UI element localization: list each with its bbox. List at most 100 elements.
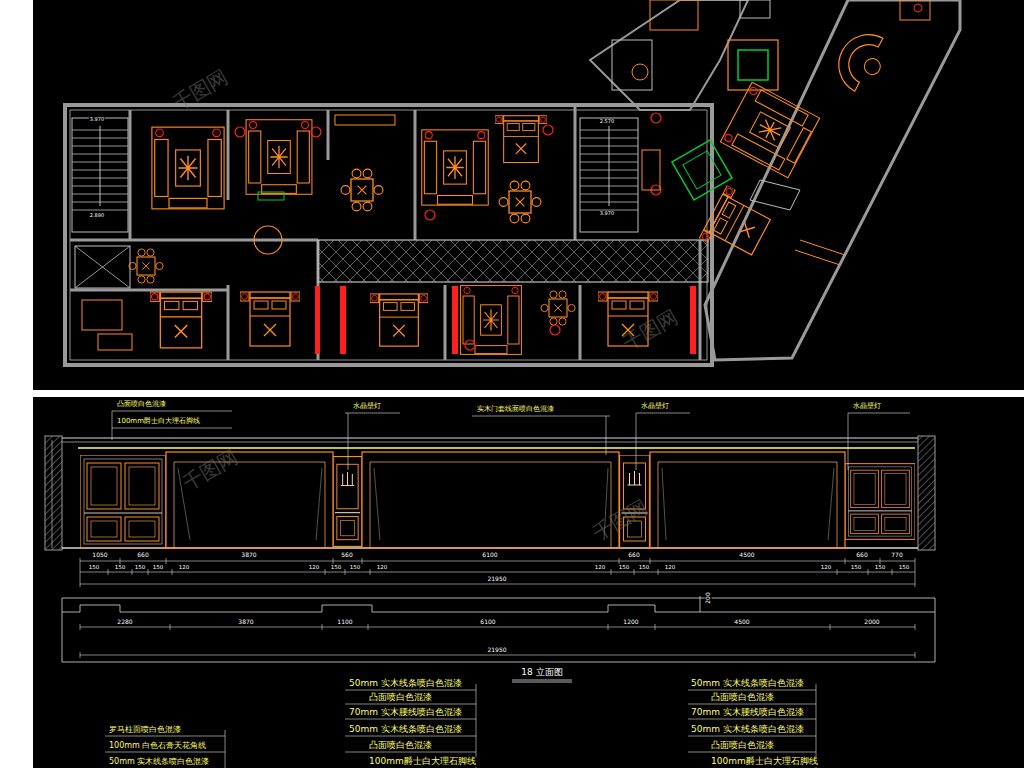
cad-path bbox=[688, 684, 816, 768]
dimension: 150 bbox=[88, 564, 101, 570]
material-note: 100mm爵士白大理石脚线 bbox=[368, 757, 477, 767]
material-note: 50mm 实木线条喷白色混漆 bbox=[348, 725, 463, 735]
drawing-title: 18 立面图 bbox=[519, 666, 564, 679]
cad-path bbox=[112, 428, 232, 429]
watermark: 千图网 bbox=[588, 495, 653, 545]
cad-path bbox=[62, 605, 935, 612]
cad-use bbox=[499, 181, 541, 223]
cad-path bbox=[848, 413, 910, 470]
cad-g bbox=[235, 113, 661, 350]
cad-use bbox=[461, 286, 522, 355]
cad-path bbox=[345, 413, 400, 470]
cad-line bbox=[70, 289, 228, 292]
dimension: 660 bbox=[627, 552, 640, 559]
fixture-note: 水晶壁灯 bbox=[852, 403, 882, 411]
dimension: 120 bbox=[820, 564, 833, 570]
material-note: 70mm 实木腰线喷白色混漆 bbox=[348, 708, 463, 718]
cad-circle bbox=[425, 210, 435, 220]
dimension: 770 bbox=[890, 552, 903, 559]
cad-use bbox=[341, 169, 383, 211]
cad-g bbox=[80, 624, 915, 658]
cad-line bbox=[80, 655, 915, 656]
total-dimension: 21950 bbox=[486, 576, 507, 583]
cad-g bbox=[45, 411, 935, 768]
cad-rect bbox=[918, 436, 935, 550]
dimension: 150 bbox=[152, 564, 165, 570]
cad-line bbox=[52, 440, 53, 548]
dimension: 150 bbox=[134, 564, 147, 570]
dimension: 120 bbox=[308, 564, 321, 570]
dimension: 150 bbox=[114, 564, 127, 570]
cad-polygon bbox=[590, 0, 748, 110]
cad-rect bbox=[33, 0, 1024, 390]
cad-circle bbox=[465, 340, 475, 350]
material-note: 50mm 实木线条喷白色混漆 bbox=[348, 679, 463, 689]
material-note: 凸面喷白色混漆 bbox=[710, 741, 775, 751]
cad-path bbox=[80, 624, 915, 630]
dimension: 4500 bbox=[738, 552, 755, 559]
material-note: 凸面喷白色混漆 bbox=[116, 401, 167, 409]
watermark: 千图网 bbox=[168, 65, 233, 115]
cad-rect bbox=[612, 40, 652, 90]
material-note: 70mm 实木腰线喷白色混漆 bbox=[690, 708, 805, 718]
cad-rect bbox=[82, 300, 122, 330]
material-note: 凸面喷白色混漆 bbox=[368, 741, 433, 751]
dimension: 120 bbox=[178, 564, 191, 570]
cad-circle bbox=[914, 4, 922, 12]
cad-rect bbox=[340, 286, 346, 354]
cad-path bbox=[80, 558, 915, 587]
cad-line bbox=[62, 437, 918, 438]
cad-path bbox=[750, 180, 800, 210]
cad-circle bbox=[632, 64, 648, 80]
cad-line bbox=[80, 561, 915, 562]
cad-use bbox=[150, 292, 212, 348]
dimension: 150 bbox=[898, 564, 911, 570]
cad-g bbox=[70, 105, 700, 360]
cad-use bbox=[333, 457, 362, 547]
cad-g bbox=[80, 558, 915, 587]
cad-line bbox=[80, 572, 915, 573]
dimension: 3870 bbox=[237, 619, 254, 626]
cad-path bbox=[374, 468, 608, 540]
cad-rect bbox=[335, 115, 395, 125]
cad-path bbox=[636, 413, 690, 470]
cad-line bbox=[609, 126, 610, 206]
fixture-note: 水晶壁灯 bbox=[640, 403, 670, 411]
dimension: 200 bbox=[705, 591, 712, 604]
cad-use bbox=[370, 294, 428, 346]
fixture-note: 水晶壁灯 bbox=[352, 403, 382, 411]
cad-line bbox=[100, 126, 101, 206]
cad-line bbox=[62, 442, 918, 443]
dimension: 3870 bbox=[240, 552, 257, 559]
cad-g bbox=[174, 462, 837, 548]
cad-path bbox=[112, 411, 232, 440]
cad-path bbox=[345, 684, 476, 768]
cad-circle bbox=[311, 127, 321, 137]
dimension: 6100 bbox=[481, 552, 498, 559]
cad-rect bbox=[738, 50, 768, 80]
cad-circle bbox=[651, 113, 661, 123]
cad-polygon bbox=[705, 0, 960, 360]
cad-g bbox=[105, 684, 816, 768]
cad-line bbox=[414, 110, 417, 240]
cad-circle bbox=[543, 125, 553, 135]
cad-rect bbox=[315, 286, 320, 354]
cad-path bbox=[108, 569, 892, 575]
cad-rect bbox=[166, 452, 333, 548]
dimension: 150 bbox=[618, 564, 631, 570]
cad-path bbox=[62, 598, 935, 662]
level-mark: 3.970 bbox=[599, 211, 615, 217]
dimension: 560 bbox=[340, 552, 353, 559]
cad-rect bbox=[75, 246, 130, 288]
cad-path bbox=[62, 662, 935, 663]
cad-circle bbox=[550, 325, 560, 335]
cad-line bbox=[579, 285, 582, 360]
cad-use bbox=[845, 464, 915, 540]
cad-rect bbox=[65, 105, 712, 365]
cad-circle bbox=[235, 127, 245, 137]
cad-path bbox=[75, 246, 130, 288]
dimension: 660 bbox=[136, 552, 149, 559]
